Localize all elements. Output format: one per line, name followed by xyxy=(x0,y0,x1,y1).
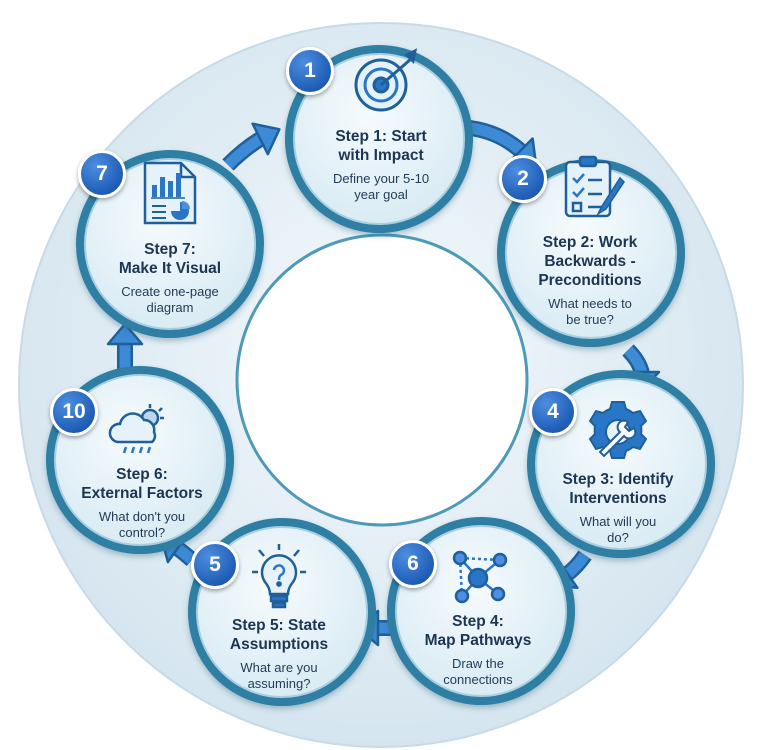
step-5-badge: 5 xyxy=(191,541,239,589)
step-5-title: Step 5: State Assumptions xyxy=(229,617,329,653)
step-3-circle xyxy=(535,378,707,550)
step-6-circle xyxy=(54,374,226,546)
step-6-badge: 10 xyxy=(50,388,98,436)
step-6-title: Step 6: External Factors xyxy=(81,466,203,502)
chart-document-icon xyxy=(143,161,197,225)
gear-wrench-icon xyxy=(588,401,648,459)
target-icon xyxy=(354,48,418,112)
step-2-subtitle: What needs to be true? xyxy=(548,296,632,327)
arrow-6-head xyxy=(106,322,144,346)
arrow-7-head xyxy=(251,122,281,156)
step-6-subtitle: What don't you control? xyxy=(98,509,186,540)
step-7-title: Step 7: Make It Visual xyxy=(118,241,222,277)
step-3-title: Step 3: Identify Interventions xyxy=(562,471,674,507)
step-7-badge: 7 xyxy=(78,150,126,198)
step-7-circle xyxy=(84,158,256,330)
step-3-badge: 4 xyxy=(529,388,577,436)
step-7-node: Step 7: Make It Visual Create one-page d… xyxy=(82,240,258,316)
step-5-subtitle: What are you assuming? xyxy=(240,660,318,691)
step-4-node: Step 4: Map Pathways Draw the connection… xyxy=(390,612,566,688)
step-2-badge: 2 xyxy=(499,155,547,203)
arrow-7-shaft xyxy=(224,133,265,169)
step-4-badge: 6 xyxy=(389,540,437,588)
weather-cloud-icon xyxy=(108,404,164,454)
step-3-subtitle: What will you do? xyxy=(579,514,657,545)
step-4-circle xyxy=(395,525,567,697)
step-2-node: Step 2: Work Backwards - Preconditions W… xyxy=(502,233,678,328)
step-1-subtitle: Define your 5-10 year goal xyxy=(332,171,430,202)
network-icon xyxy=(452,550,508,604)
step-5-node: Step 5: State Assumptions What are you a… xyxy=(191,616,367,692)
lightbulb-question-icon xyxy=(252,544,306,609)
step-6-node: Step 6: External Factors What don't you … xyxy=(54,465,230,541)
step-2-title: Step 2: Work Backwards - Preconditions xyxy=(538,234,642,289)
step-1-circle xyxy=(293,53,465,225)
step-1-node: Step 1: Start with Impact Define your 5-… xyxy=(293,127,469,203)
step-1-badge: 1 xyxy=(286,47,334,95)
step-5-circle xyxy=(196,526,368,698)
step-1-title: Step 1: Start with Impact xyxy=(335,128,427,164)
step-4-subtitle: Draw the connections xyxy=(443,656,513,687)
step-7-subtitle: Create one-page diagram xyxy=(121,284,219,315)
inner-ring xyxy=(235,233,529,527)
arrow-1-shaft xyxy=(469,122,526,157)
step-3-node: Step 3: Identify Interventions What will… xyxy=(530,470,706,546)
step-4-title: Step 4: Map Pathways xyxy=(424,613,532,649)
clipboard-checklist-icon xyxy=(564,155,625,218)
node-layer xyxy=(46,45,715,706)
